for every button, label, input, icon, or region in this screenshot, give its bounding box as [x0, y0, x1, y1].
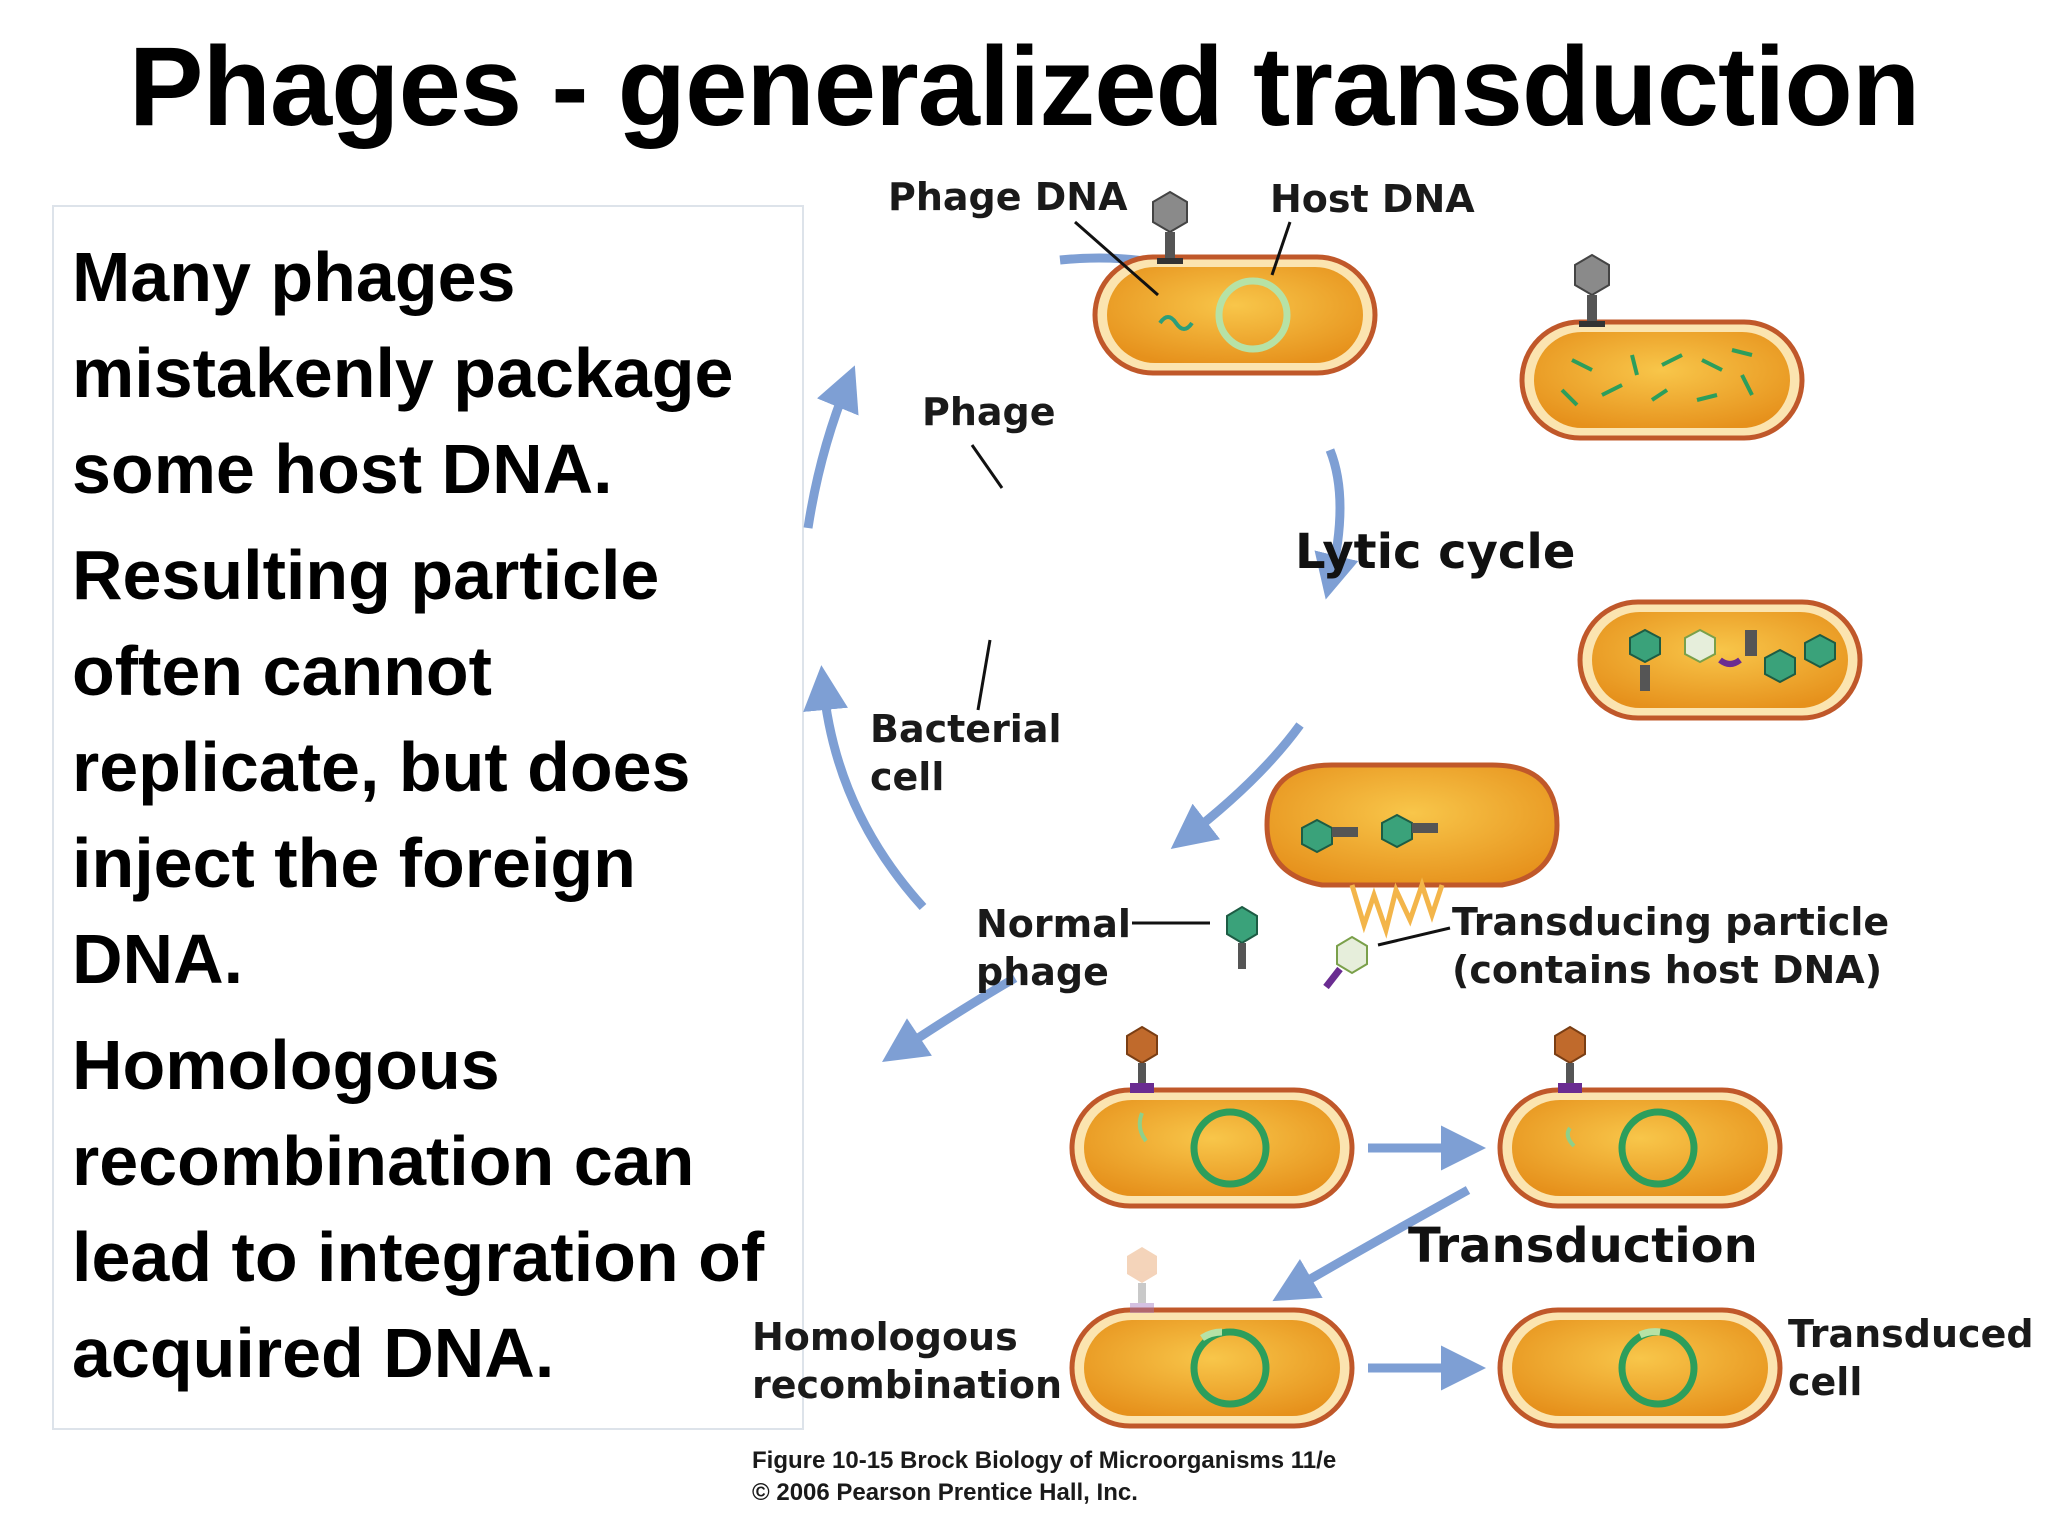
slide-title: Phages - generalized transduction — [128, 24, 1921, 149]
arrow-assemble — [1170, 722, 1304, 850]
transducing-phage-icon — [1126, 1025, 1158, 1093]
label-transduced-cell-line2: cell — [1788, 1360, 1862, 1404]
label-lytic-cycle: Lytic cycle — [1295, 524, 1575, 580]
label-normal-phage-line1: Normal — [976, 902, 1131, 946]
bacterial-cell-foreign-dna — [1500, 1090, 1780, 1206]
bacterial-cell-assembly — [1580, 602, 1860, 718]
bacterial-cell-injected — [1072, 1090, 1352, 1206]
label-homologous-recombination-line2: recombination — [752, 1363, 1062, 1407]
figure-caption-line2: © 2006 Pearson Prentice Hall, Inc. — [752, 1479, 1138, 1506]
phage-icon — [1574, 253, 1610, 327]
label-transduction: Transduction — [1408, 1218, 1758, 1274]
text-box: Many phages mistakenly package some host… — [52, 205, 804, 1430]
label-phage: Phage — [922, 390, 1056, 434]
empty-phage-icon — [1554, 1025, 1586, 1093]
leader-lines — [970, 220, 1451, 947]
figure-caption-line1: Figure 10-15 Brock Biology of Microorgan… — [752, 1447, 1336, 1474]
arrow-next-infection — [803, 365, 859, 529]
normal-phage-icon — [1226, 905, 1258, 969]
phage-icon — [1152, 190, 1188, 264]
transduction-diagram: Phage DNA Host DNA Phage Bacterial cell … — [752, 175, 2034, 1506]
bacterial-cell-infected — [1095, 257, 1375, 373]
paragraph-3: Homologous recombination can lead to int… — [72, 1026, 765, 1392]
label-transducing-particle-line1: Transducing particle — [1452, 900, 1889, 944]
bacterial-cell-fragmented-dna — [1522, 322, 1802, 438]
arrow-release-normal — [803, 665, 927, 911]
bacterial-cell-recombination — [1072, 1310, 1352, 1426]
label-transducing-particle-line2: (contains host DNA) — [1452, 948, 1882, 992]
transduced-cell — [1500, 1310, 1780, 1426]
label-normal-phage-line2: phage — [976, 950, 1109, 994]
label-bacterial-cell-line1: Bacterial — [870, 707, 1062, 751]
cycle-arrows — [803, 253, 1486, 1391]
arrow-transduce — [882, 974, 1018, 1062]
label-phage-dna: Phage DNA — [888, 175, 1128, 219]
arrow-replicate — [1314, 448, 1359, 600]
label-bacterial-cell-line2: cell — [870, 755, 944, 799]
transducing-particle-icon — [1323, 935, 1368, 990]
paragraph-2: Resulting particle often cannot replicat… — [72, 536, 691, 998]
label-homologous-recombination-line1: Homologous — [752, 1315, 1018, 1359]
label-host-dna: Host DNA — [1270, 177, 1475, 221]
arrow-recombine — [1272, 1186, 1471, 1302]
bacterial-cell-lysis — [1264, 762, 1560, 939]
label-transduced-cell-line1: Transduced — [1788, 1312, 2034, 1356]
paragraph-1: Many phages mistakenly package some host… — [72, 238, 734, 508]
faded-phage-icon — [1127, 1247, 1157, 1313]
